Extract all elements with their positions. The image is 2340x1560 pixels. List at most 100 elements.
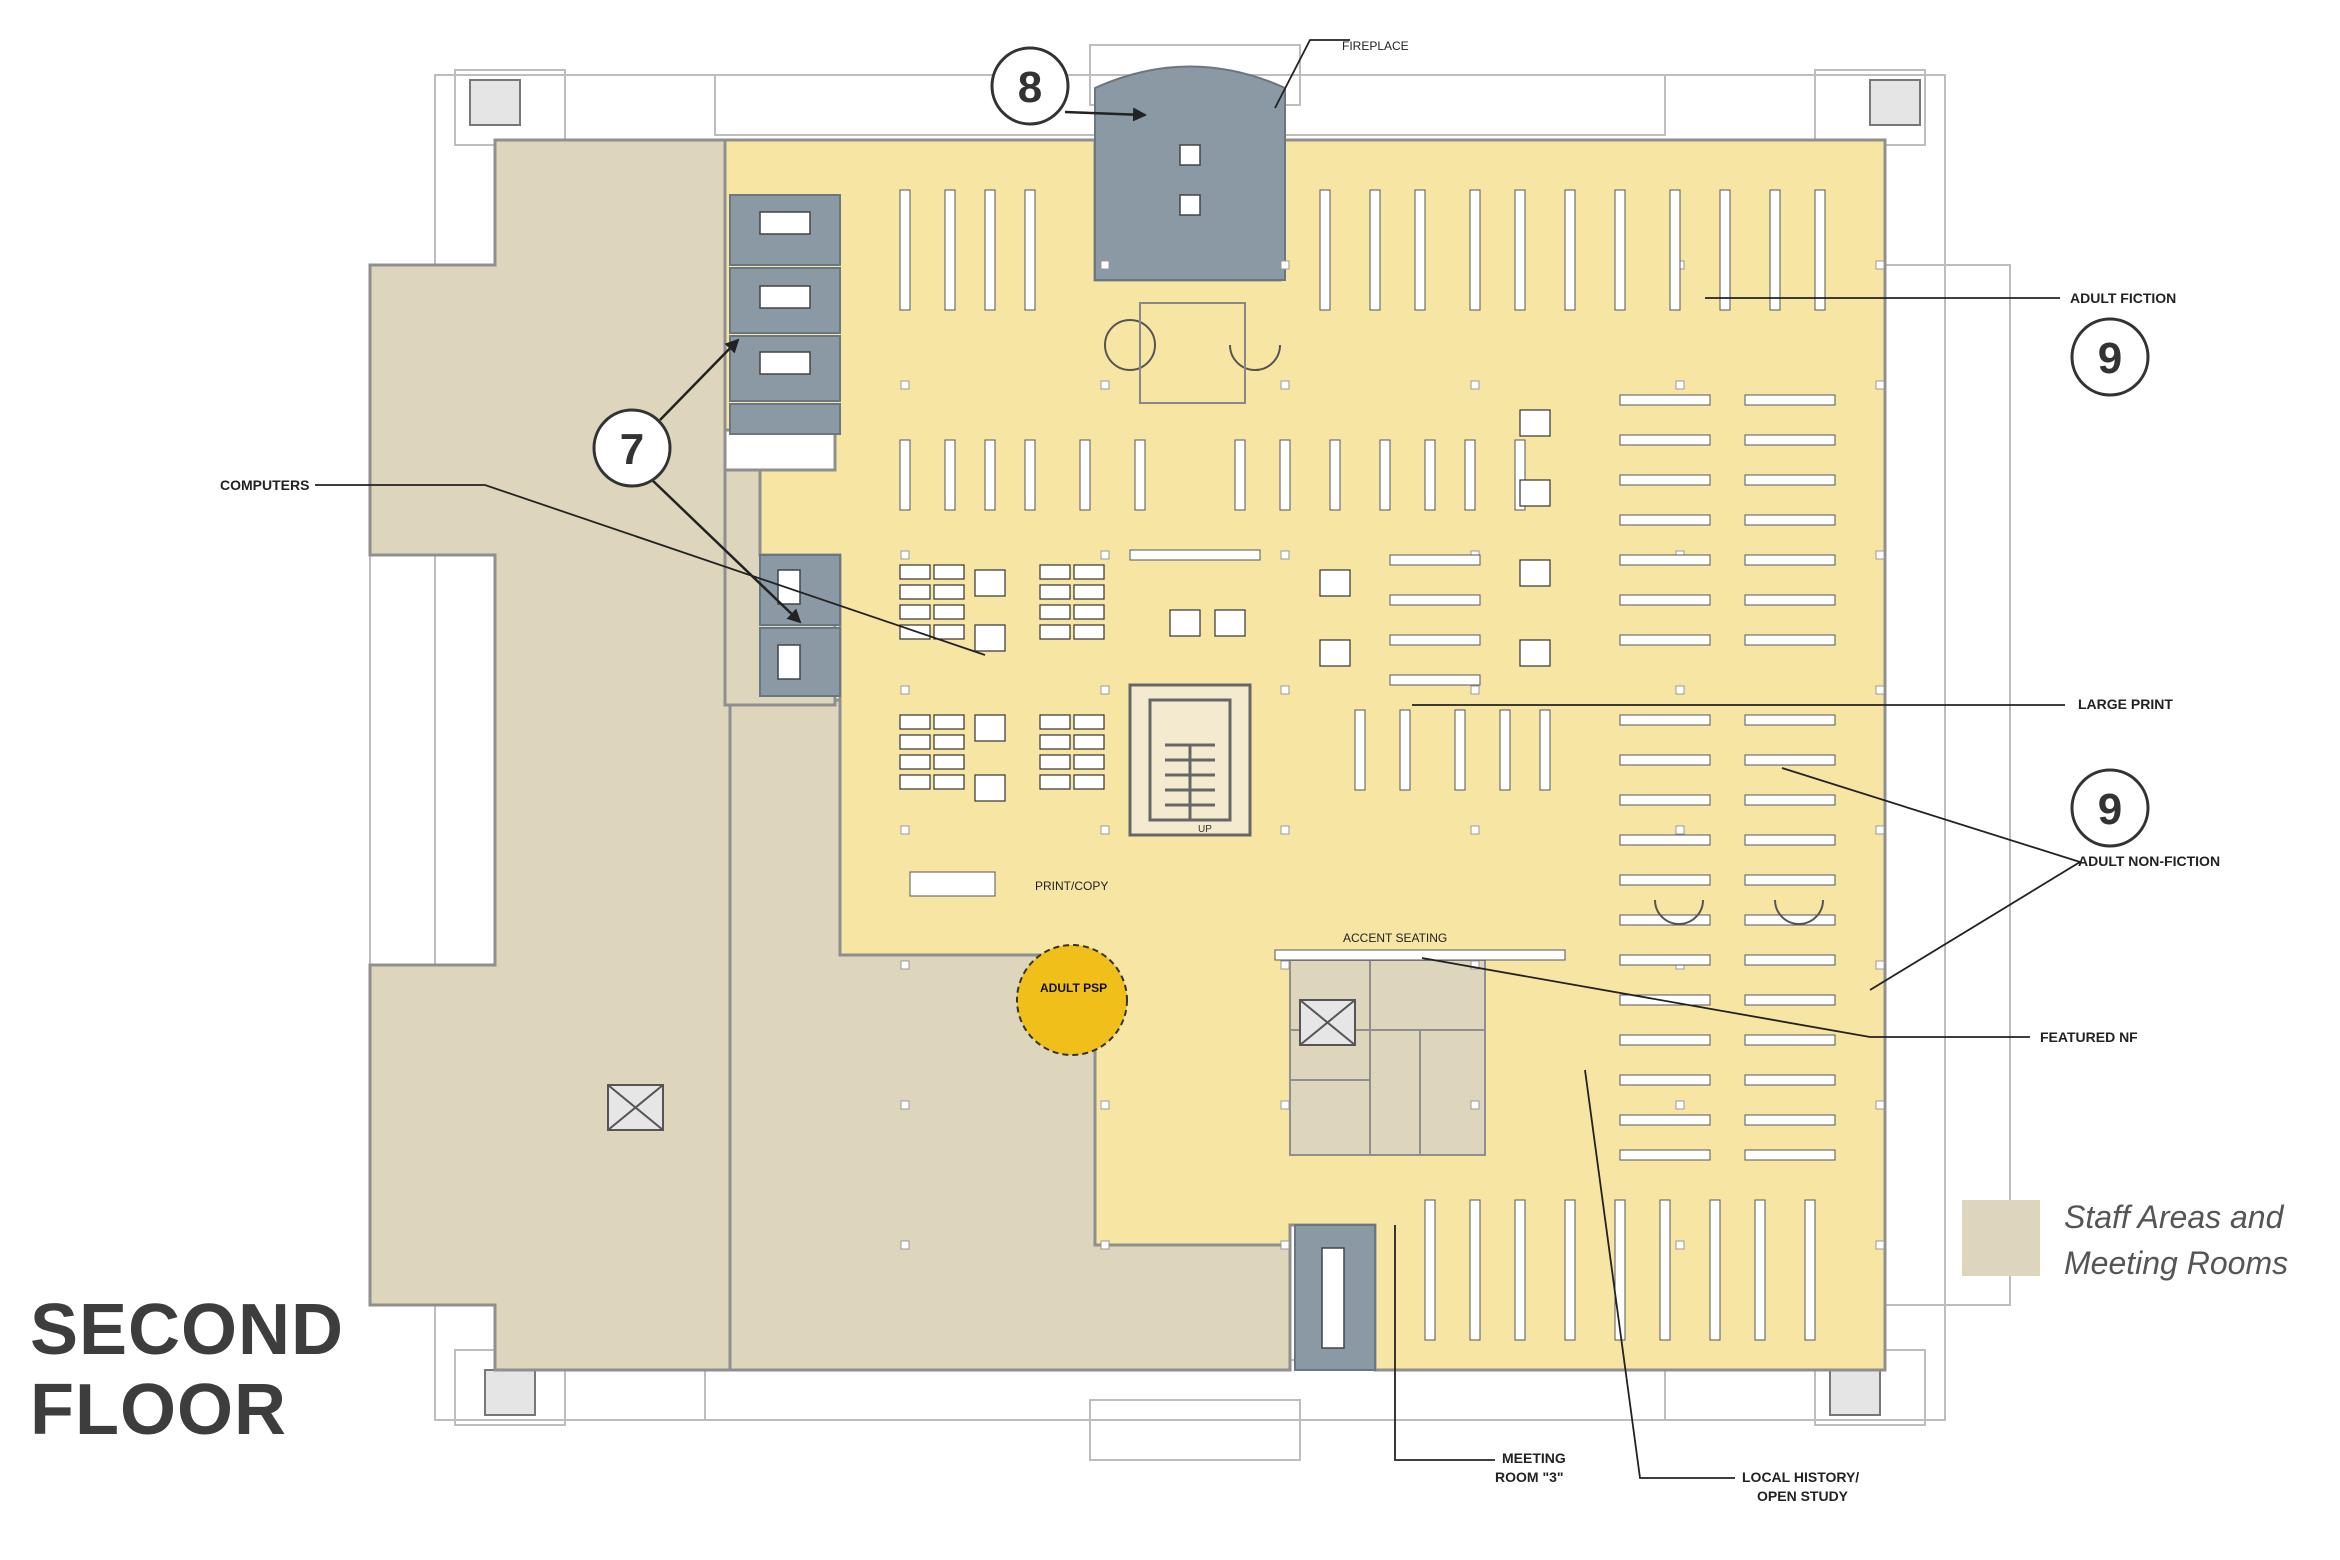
legend-swatch-staff (1962, 1200, 2040, 1276)
study-table (1169, 609, 1201, 637)
column (1675, 825, 1685, 835)
shelf (1619, 794, 1711, 806)
column (1100, 1240, 1110, 1250)
desk (1039, 774, 1071, 790)
shelf (1744, 994, 1836, 1006)
shelf (1024, 439, 1036, 511)
shelf (1619, 1074, 1711, 1086)
featured-nf-label: FEATURED NF (2040, 1029, 2138, 1045)
shelf (1744, 474, 1836, 486)
desk (1039, 714, 1071, 730)
shelf (1619, 594, 1711, 606)
study-table (974, 569, 1006, 597)
meeting-room-label-2: ROOM "3" (1495, 1469, 1564, 1485)
study-table (1519, 639, 1551, 667)
desk (899, 714, 931, 730)
meeting-room-label-1: MEETING (1502, 1450, 1566, 1466)
column (1470, 1100, 1480, 1110)
shelf (1564, 1199, 1576, 1341)
shelf (1469, 1199, 1481, 1341)
shelf (1619, 434, 1711, 446)
column (1470, 380, 1480, 390)
desk (933, 604, 965, 620)
local-history-label-1: LOCAL HISTORY/ (1742, 1469, 1859, 1485)
study-table (1519, 409, 1551, 437)
desk (1073, 734, 1105, 750)
column (1470, 960, 1480, 970)
column (1280, 960, 1290, 970)
study-table (1519, 559, 1551, 587)
accent-seating-label: ACCENT SEATING (1343, 931, 1447, 945)
column (1675, 1100, 1685, 1110)
desk (933, 624, 965, 640)
adult-psp-zone (1016, 944, 1128, 1056)
column (1875, 685, 1885, 695)
accent-seating-rounds (1104, 302, 1824, 925)
column (1280, 825, 1290, 835)
print-copy-label: PRINT/COPY (1035, 879, 1108, 893)
column (1675, 380, 1685, 390)
shelf (1514, 1199, 1526, 1341)
legend-line2: Meeting Rooms (2064, 1245, 2289, 1281)
desk (1039, 564, 1071, 580)
column (1675, 685, 1685, 695)
svg-text:8: 8 (1018, 63, 1042, 112)
column (1280, 685, 1290, 695)
study-table (1319, 639, 1351, 667)
desk (1073, 714, 1105, 730)
adult-psp-label: ADULT PSP (1040, 981, 1107, 995)
column (1280, 550, 1290, 560)
shelf (1744, 714, 1836, 726)
svg-text:9: 9 (2098, 785, 2122, 834)
desk (933, 564, 965, 580)
legend-text: Staff Areas and Meeting Rooms (2064, 1194, 2288, 1286)
desk (1073, 754, 1105, 770)
shelf (1619, 474, 1711, 486)
shelf (1744, 434, 1836, 446)
desk (1039, 584, 1071, 600)
study-table (974, 624, 1006, 652)
shelf (1424, 1199, 1436, 1341)
callout-arrows (649, 107, 1147, 624)
shelf (1454, 709, 1466, 791)
column (1280, 380, 1290, 390)
desk (899, 584, 931, 600)
staff-area-left (368, 138, 732, 1372)
stair-up-label: UP (1198, 824, 1212, 835)
shelf (1619, 394, 1711, 406)
shelf (1389, 674, 1481, 686)
shelf (1744, 754, 1836, 766)
desk (1073, 584, 1105, 600)
desk (933, 774, 965, 790)
desk (1039, 604, 1071, 620)
corner-stairs (469, 79, 1921, 1416)
shelf (1744, 1114, 1836, 1126)
shelf (1234, 439, 1246, 511)
shelf (1079, 439, 1091, 511)
shelf (1279, 439, 1291, 511)
shelf (1744, 394, 1836, 406)
shelf (1614, 189, 1626, 311)
shelf (1619, 514, 1711, 526)
leader-lines (315, 39, 2081, 1479)
shelf (1744, 914, 1836, 926)
shelf (1464, 439, 1476, 511)
desk (899, 734, 931, 750)
restroom-core (1289, 959, 1486, 1156)
shelf (899, 439, 911, 511)
shelf (1379, 439, 1391, 511)
shelf (1659, 1199, 1671, 1341)
shelf (1129, 549, 1261, 561)
study-table (1519, 479, 1551, 507)
callout-9-fiction: 9 (2070, 317, 2150, 397)
column (1875, 550, 1885, 560)
shelf (1619, 714, 1711, 726)
shelf (1369, 189, 1381, 311)
adult-fiction-label: ADULT FICTION (2070, 290, 2176, 306)
shelf (944, 439, 956, 511)
shelf (1619, 1114, 1711, 1126)
shelf (1744, 954, 1836, 966)
desk (1039, 754, 1071, 770)
column (1875, 825, 1885, 835)
